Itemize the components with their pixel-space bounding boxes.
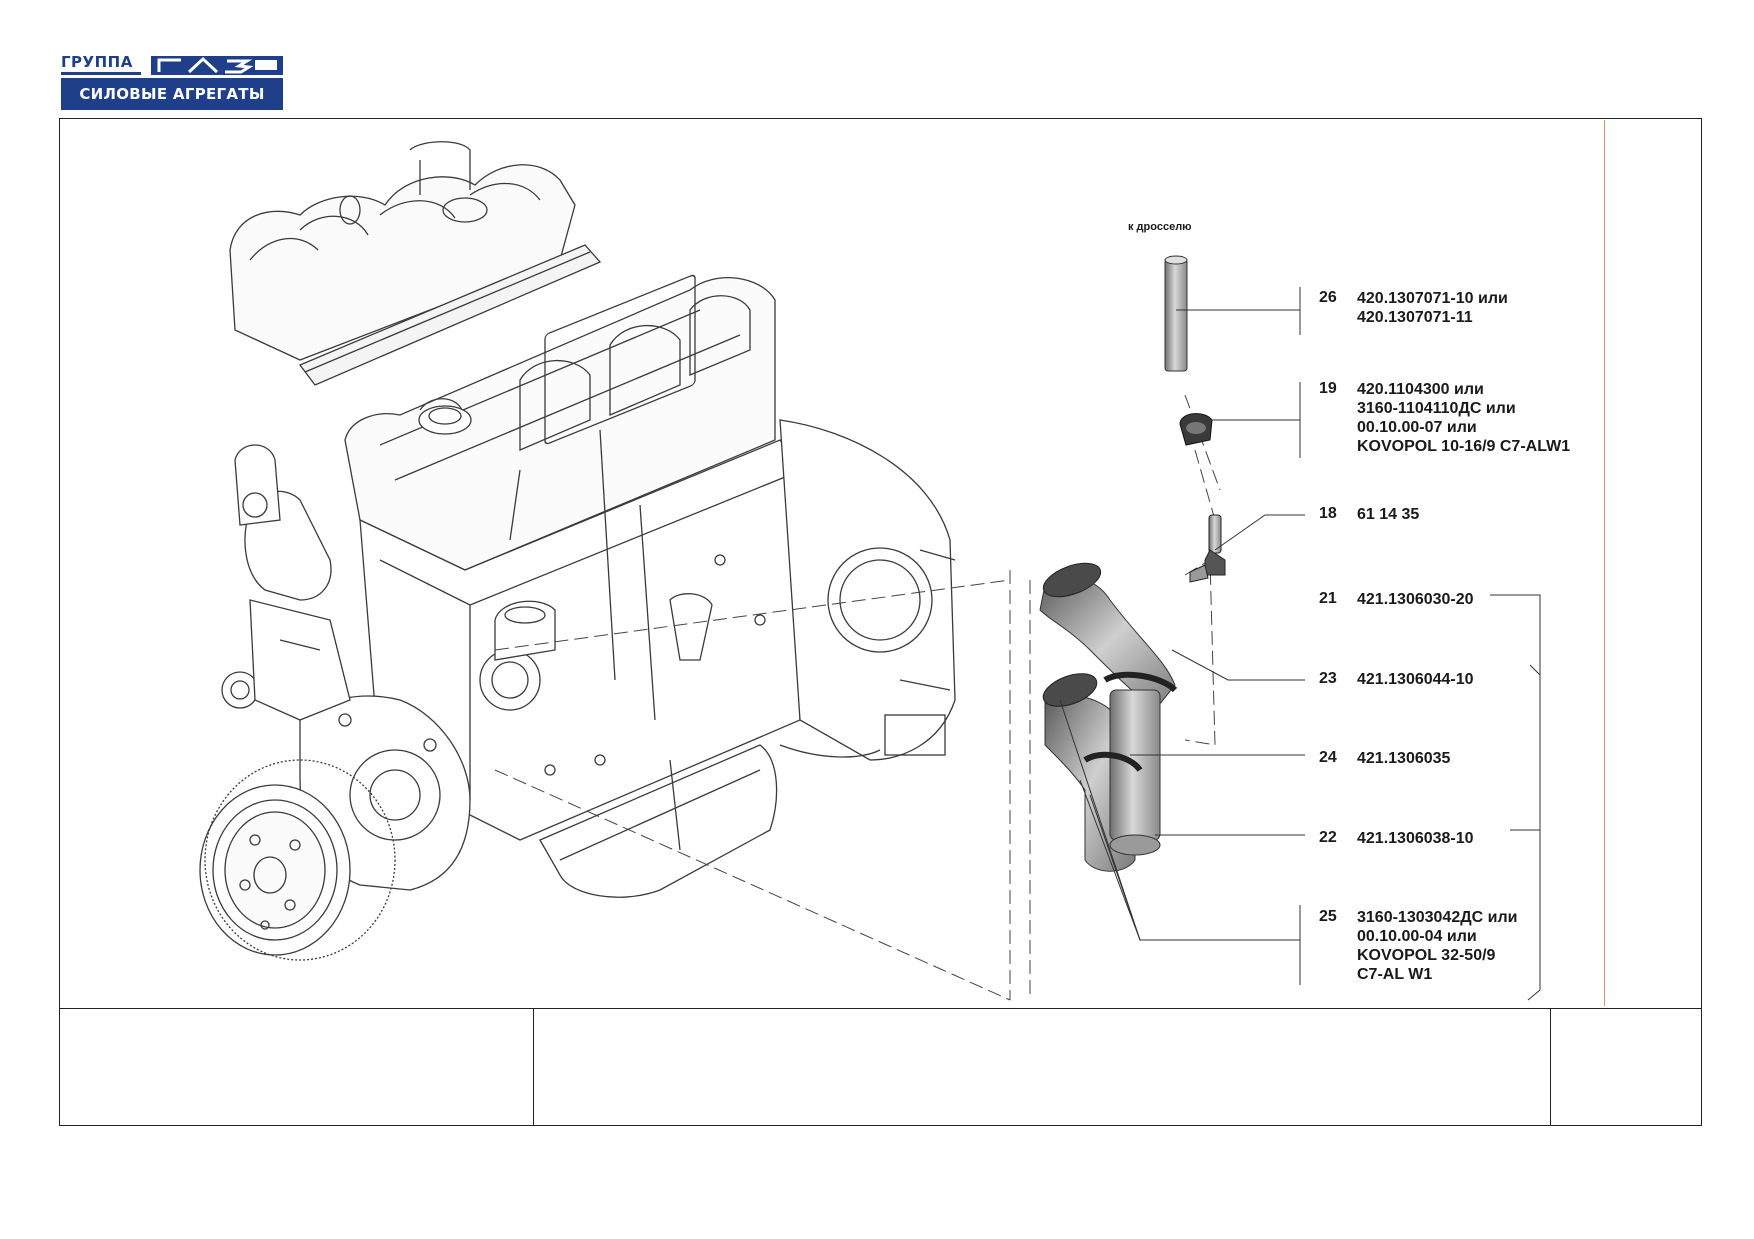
frame-margin-line [1604, 120, 1605, 1006]
callout-label-19: 420.1104300 или 3160-1104110ДС или 00.10… [1357, 380, 1570, 456]
logo-underline [61, 72, 141, 75]
callout-label-24: 421.1306035 [1357, 749, 1450, 768]
part-22-lower-pipe [1042, 673, 1161, 872]
callout-19-line-1: 420.1104300 или [1357, 381, 1484, 398]
callout-number-18: 18 [1319, 505, 1337, 522]
part-18-elbow-fitting [1189, 514, 1226, 583]
logo-group-text: ГРУППА [61, 53, 133, 71]
callout-label-22: 421.1306038-10 [1357, 829, 1474, 848]
callout-23-line-1: 421.1306044-10 [1357, 671, 1474, 688]
callout-number-21: 21 [1319, 590, 1337, 607]
callout-25-line-4: C7-AL W1 [1357, 966, 1433, 983]
title-block-divider-1 [533, 1009, 534, 1126]
gaz-wordmark [151, 56, 283, 75]
engine-illustration [199, 141, 956, 961]
part-21-upper-hose [1039, 562, 1178, 711]
assembly-dash-lines [494, 394, 1221, 1001]
logo-top-row: ГРУППА [61, 53, 283, 75]
drawing-frame [59, 118, 1702, 1126]
callout-number-26: 26 [1319, 289, 1337, 306]
leader-lines [1059, 287, 1541, 1001]
callout-26-line-1: 420.1307071-10 или [1357, 290, 1508, 307]
note-to-throttle: к дросселю [1128, 221, 1192, 233]
callout-number-22: 22 [1319, 829, 1337, 846]
callout-label-21: 421.1306030-20 [1357, 590, 1474, 609]
callout-19-line-2: 3160-1104110ДС или [1357, 400, 1516, 417]
callout-label-26: 420.1307071-10 или 420.1307071-11 [1357, 289, 1508, 327]
callout-label-23: 421.1306044-10 [1357, 670, 1474, 689]
callout-label-25: 3160-1303042ДС или 00.10.00-04 или KOVOP… [1357, 908, 1517, 984]
part-26-hose [1164, 255, 1188, 372]
callout-number-23: 23 [1319, 670, 1337, 687]
callout-number-25: 25 [1319, 908, 1337, 925]
callout-19-line-4: KOVOPOL 10-16/9 C7-ALW1 [1357, 438, 1571, 455]
title-block-divider-2 [1550, 1009, 1551, 1126]
callout-19-line-3: 00.10.00-07 или [1357, 419, 1477, 436]
callout-25-line-1: 3160-1303042ДС или [1357, 909, 1518, 926]
logo-division-bar: СИЛОВЫЕ АГРЕГАТЫ [61, 78, 283, 110]
callout-26-line-2: 420.1307071-11 [1357, 309, 1473, 326]
callout-25-line-2: 00.10.00-04 или [1357, 928, 1477, 945]
part-19-clamp [1179, 413, 1213, 446]
gaz-group-logo: ГРУППА СИЛОВЫЕ АГРЕГАТЫ [61, 53, 283, 111]
callout-number-24: 24 [1319, 749, 1337, 766]
callout-25-line-3: KOVOPOL 32-50/9 [1357, 947, 1496, 964]
callout-label-18: 61 14 35 [1357, 505, 1419, 524]
callout-number-19: 19 [1319, 380, 1337, 397]
callout-18-line-1: 61 14 35 [1357, 506, 1420, 523]
callout-22-line-1: 421.1306038-10 [1357, 830, 1474, 847]
title-block [59, 1008, 1702, 1126]
callout-21-line-1: 421.1306030-20 [1357, 591, 1474, 608]
callout-24-line-1: 421.1306035 [1357, 750, 1451, 767]
